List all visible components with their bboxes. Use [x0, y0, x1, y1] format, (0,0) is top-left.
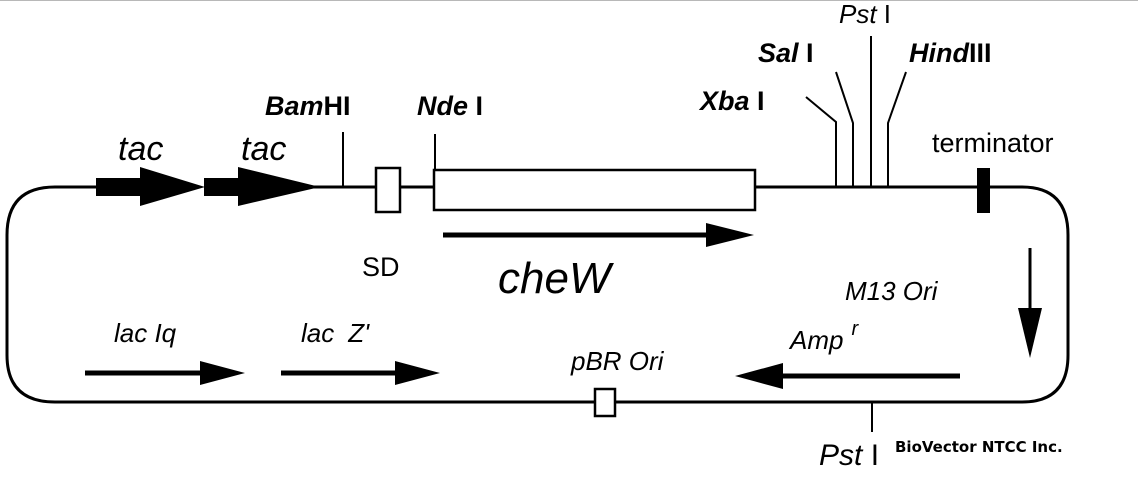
laciq-arrow-head [200, 361, 245, 385]
m13-ori-label: M13 Ori [845, 276, 939, 306]
tac-promoter-2 [204, 167, 320, 206]
hindiii-label: HindIII [909, 38, 992, 68]
sali-site-tick [835, 71, 854, 187]
terminator-mark [977, 168, 990, 213]
tac-label-1: tac [118, 130, 163, 168]
chew-gene-box [432, 168, 757, 212]
amp-arrow-head [735, 363, 783, 389]
xbai-label: Xba I [698, 86, 765, 116]
chew-label: cheW [498, 254, 614, 303]
lacz-arrow-head [395, 361, 440, 385]
xbai-site-tick [805, 96, 837, 187]
m13-arrow-head [1018, 308, 1042, 358]
pbr-ori-box [593, 387, 617, 418]
watermark: BioVector NTCC Inc. [895, 438, 1063, 456]
terminator-label: terminator [932, 128, 1054, 158]
sali-label: Sal I [758, 38, 814, 68]
pbr-ori-label: pBR Ori [570, 346, 665, 376]
laciq-label: lac Iq [114, 318, 177, 348]
hindiii-site-tick [887, 71, 907, 187]
plasmid-backbone [5, 185, 1070, 404]
ndei-label: Nde I [417, 91, 483, 121]
chew-arrow-head [706, 223, 754, 247]
tac-promoter-1 [96, 167, 205, 206]
psti-label: Pst I [839, 0, 891, 29]
bamhi-label: BamHI [265, 91, 351, 121]
psti-bottom-label: Pst I [819, 439, 879, 472]
tac-label-2: tac [241, 130, 286, 168]
sd-label: SD [362, 252, 400, 282]
top-border [0, 0, 1138, 1]
sd-box [374, 166, 402, 214]
